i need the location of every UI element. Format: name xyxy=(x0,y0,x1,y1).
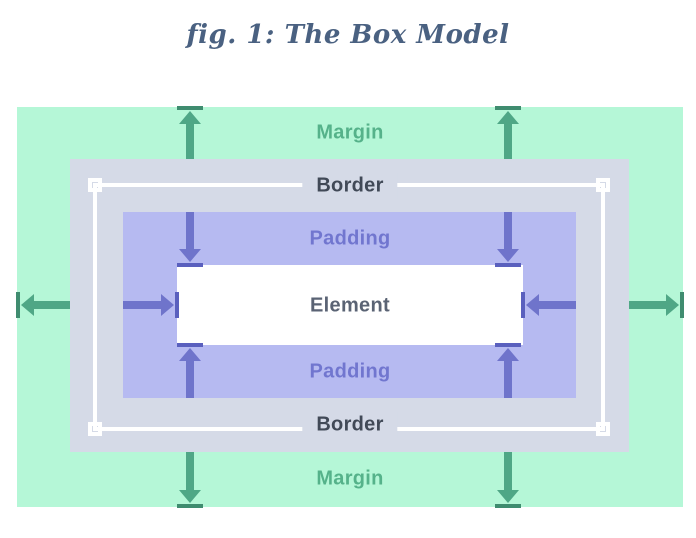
arrow-tick xyxy=(177,343,203,347)
arrow-tick xyxy=(680,292,684,318)
arrow-head xyxy=(179,111,201,124)
arrow-head xyxy=(161,294,174,316)
arrow-shaft xyxy=(186,360,194,398)
element-area xyxy=(177,265,523,345)
arrow-shaft xyxy=(504,360,512,398)
border-label-bottom: Border xyxy=(302,411,398,439)
arrow-tick xyxy=(16,292,20,318)
arrow-head xyxy=(497,111,519,124)
arrow-tick xyxy=(175,292,179,318)
arrow-shaft xyxy=(186,123,194,159)
arrow-tick xyxy=(495,343,521,347)
arrow-shaft xyxy=(538,301,576,309)
arrow-head xyxy=(497,348,519,361)
arrow-head xyxy=(21,294,34,316)
arrow-shaft xyxy=(186,212,194,250)
arrow-tick xyxy=(177,106,203,110)
arrow-shaft xyxy=(504,452,512,491)
margin-label-bottom: Margin xyxy=(316,467,384,490)
arrow-tick xyxy=(177,263,203,267)
figure-title: fig. 1: The Box Model xyxy=(186,20,510,50)
padding-label-top: Padding xyxy=(309,227,391,250)
arrow-shaft xyxy=(123,301,162,309)
arrow-shaft xyxy=(33,301,70,309)
arrow-head xyxy=(497,490,519,503)
arrow-shaft xyxy=(504,212,512,250)
arrow-shaft xyxy=(629,301,667,309)
arrow-head xyxy=(179,490,201,503)
arrow-head xyxy=(179,348,201,361)
arrow-head xyxy=(179,249,201,262)
arrow-tick xyxy=(177,504,203,508)
element-label: Element xyxy=(310,294,390,317)
arrow-shaft xyxy=(504,123,512,159)
border-label-top: Border xyxy=(302,172,398,200)
arrow-head xyxy=(526,294,539,316)
arrow-tick xyxy=(521,292,525,318)
arrow-tick xyxy=(495,106,521,110)
selection-handle-icon-bottom-right xyxy=(596,422,610,436)
arrow-head xyxy=(497,249,519,262)
arrow-tick xyxy=(495,263,521,267)
arrow-tick xyxy=(495,504,521,508)
selection-handle-icon-bottom-left xyxy=(88,422,102,436)
selection-handle-icon-top-right xyxy=(596,178,610,192)
selection-handle-icon-top-left xyxy=(88,178,102,192)
padding-label-bottom: Padding xyxy=(309,360,391,383)
arrow-head xyxy=(666,294,679,316)
arrow-shaft xyxy=(186,452,194,491)
margin-label-top: Margin xyxy=(316,121,384,144)
